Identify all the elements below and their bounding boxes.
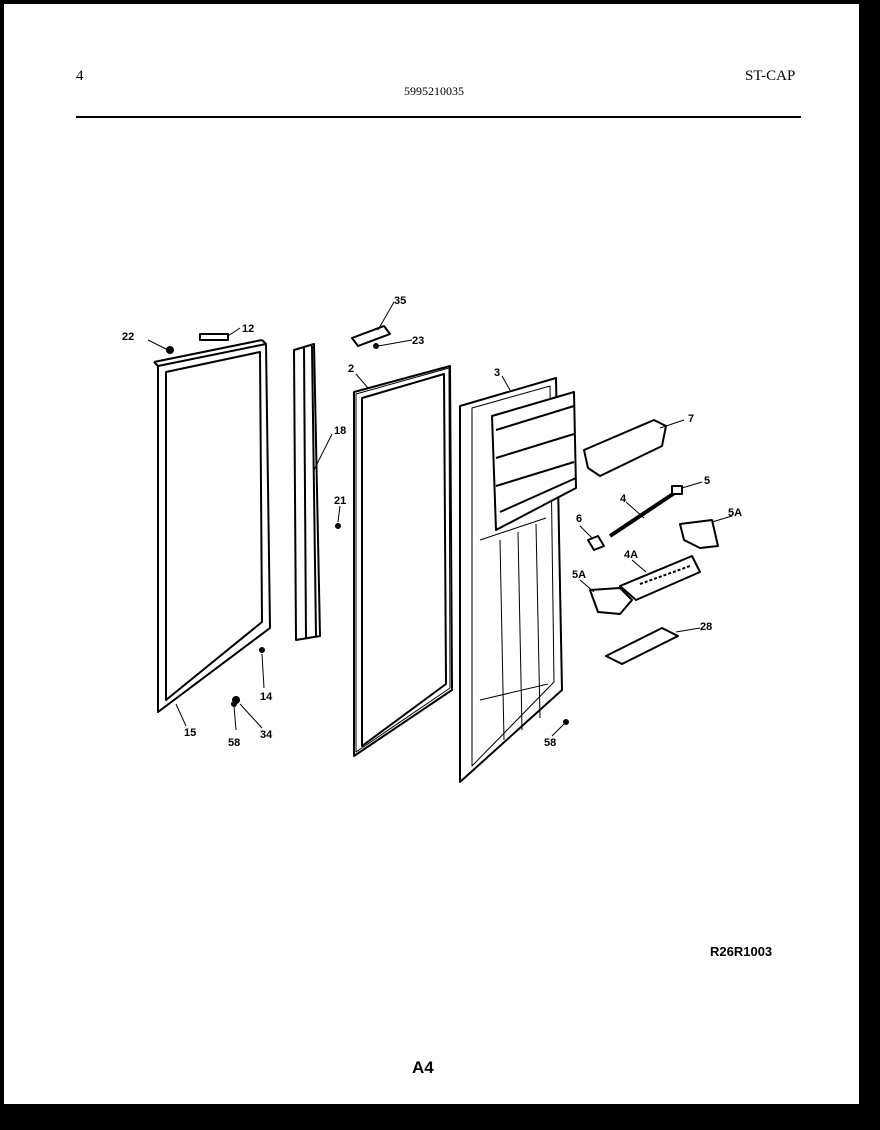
label-4: 4 xyxy=(620,493,627,505)
door-gasket xyxy=(353,365,453,757)
label-3: 3 xyxy=(494,367,500,379)
label-15: 15 xyxy=(184,727,196,739)
door-handle xyxy=(199,333,229,341)
label-22: 22 xyxy=(122,331,134,343)
label-12: 12 xyxy=(242,323,254,335)
label-2: 2 xyxy=(348,363,354,375)
document-code: 5995210035 xyxy=(404,84,464,98)
label-6: 6 xyxy=(576,513,582,525)
drawing-reference: R26R1003 xyxy=(710,944,773,959)
page-number: 4 xyxy=(76,68,84,84)
screw-23 xyxy=(373,343,379,349)
label-18: 18 xyxy=(334,425,346,437)
rod-bracket xyxy=(671,485,683,495)
label-4A: 4A xyxy=(624,549,638,561)
inner-door-liner xyxy=(459,377,577,783)
screw-21 xyxy=(335,523,341,529)
label-14: 14 xyxy=(260,691,273,703)
egg-tray xyxy=(605,627,679,665)
shelf-rod xyxy=(608,490,678,538)
label-58-right: 58 xyxy=(544,737,556,749)
label-21: 21 xyxy=(334,495,346,507)
knob xyxy=(587,535,605,551)
door-trim-strip xyxy=(293,343,321,641)
header-rule xyxy=(76,116,801,118)
label-23: 23 xyxy=(412,335,424,347)
page-label: A4 xyxy=(412,1058,434,1077)
shelf-bar xyxy=(619,555,701,601)
screw-58-left xyxy=(231,701,237,707)
screw-58-right xyxy=(563,719,569,725)
door-shelf xyxy=(583,419,667,477)
model-code: ST-CAP xyxy=(745,68,796,84)
screw-14 xyxy=(259,647,265,653)
label-35: 35 xyxy=(394,295,406,307)
label-28: 28 xyxy=(700,621,712,633)
outer-door-panel xyxy=(153,339,271,713)
label-58-left: 58 xyxy=(228,737,240,749)
shelf-end-cap-left xyxy=(589,587,633,615)
label-34: 34 xyxy=(260,729,273,741)
shelf-end-cap-right xyxy=(679,519,719,549)
leader-lines xyxy=(147,301,733,737)
label-5: 5 xyxy=(704,475,710,487)
label-5A-top: 5A xyxy=(728,507,742,519)
part-labels: 22 12 35 23 2 3 18 21 7 5 4 6 5A 4A 5A 2… xyxy=(122,295,742,749)
hinge-cover xyxy=(351,325,391,347)
label-7: 7 xyxy=(688,413,694,425)
label-5A-bottom: 5A xyxy=(572,569,586,581)
